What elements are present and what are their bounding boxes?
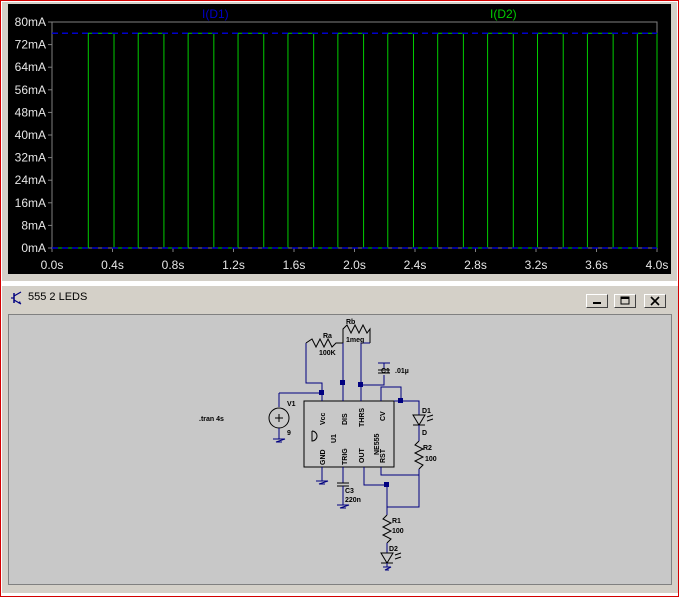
restore-button[interactable] xyxy=(614,294,636,308)
schematic-drawing[interactable]: Ra 100K Rb 1meg C1 .01µ V1 9 D1 D R2 100… xyxy=(9,315,671,584)
label-r1-value: 100 xyxy=(392,528,404,535)
label-r2-value: 100 xyxy=(425,456,437,463)
pin-label-cv: CV xyxy=(380,411,387,421)
label-c3: C3 xyxy=(345,488,354,495)
pin-label-vcc: Vcc xyxy=(320,412,327,425)
close-button[interactable] xyxy=(644,294,666,308)
y-tick-label: 24mA xyxy=(15,173,46,187)
wire xyxy=(363,467,388,515)
wire xyxy=(387,469,420,508)
x-tick-label: 1.6s xyxy=(283,258,306,272)
label-r1: R1 xyxy=(392,518,401,525)
resistor-r1 xyxy=(381,514,393,544)
close-icon xyxy=(650,296,660,306)
x-tick-label: 0.0s xyxy=(41,258,64,272)
y-tick-label: 40mA xyxy=(15,128,46,142)
capacitor-c1 xyxy=(378,369,390,374)
label-v1-value: 9 xyxy=(287,430,291,437)
wire xyxy=(378,362,390,369)
resistor-r2 xyxy=(413,440,425,470)
waveform-plot[interactable]: 80mA 72mA 64mA 56mA 48mA 40mA 32mA 24mA 16mA 8mA 0… xyxy=(2,2,677,281)
transistor-icon xyxy=(11,291,22,305)
label-chip: NE555 xyxy=(374,433,381,455)
x-tick-label: 0.8s xyxy=(162,258,185,272)
label-rb-value: 1meg xyxy=(346,337,364,344)
x-tick-label: 4.0s xyxy=(646,258,669,272)
y-tick-label: 56mA xyxy=(15,83,46,97)
schematic-window[interactable]: 555 2 LEDS xyxy=(2,285,678,593)
y-tick-label: 32mA xyxy=(15,151,46,165)
wire xyxy=(380,467,419,476)
pin-label-gnd: GND xyxy=(320,449,327,465)
label-ra-value: 100K xyxy=(319,350,336,357)
ne555-chip-body xyxy=(303,400,395,468)
y-axis-ticks: 80mA 72mA 64mA 56mA 48mA 40mA 32mA 24mA 16mA 8mA 0… xyxy=(15,15,52,255)
plot-traces xyxy=(52,32,658,249)
window-title: 555 2 LEDS xyxy=(28,291,88,303)
wire xyxy=(380,386,402,401)
resistor-rb xyxy=(342,323,371,343)
waveform-pane[interactable]: 80mA 72mA 64mA 56mA 48mA 40mA 32mA 24mA 16mA 8mA 0… xyxy=(2,2,677,281)
x-tick-label: 3.2s xyxy=(525,258,548,272)
label-r2: R2 xyxy=(423,445,432,452)
y-tick-label: 80mA xyxy=(15,15,46,29)
label-v1: V1 xyxy=(287,401,296,408)
x-axis-ticks: 0.0s 0.4s 0.8s 1.2s 1.6s 2.0s 2.4s 2.8s 3.2s 3.6s… xyxy=(41,248,669,272)
y-tick-label: 16mA xyxy=(15,196,46,210)
wire xyxy=(360,342,370,401)
ground-v1 xyxy=(273,428,286,443)
plot-background xyxy=(8,4,671,274)
capacitor-c3 xyxy=(337,482,349,487)
pin-label-out: OUT xyxy=(359,448,366,464)
label-c3-value: 220n xyxy=(345,497,361,504)
label-d1: D1 xyxy=(422,408,431,415)
ground-u1 xyxy=(316,467,329,485)
resistor-ra xyxy=(305,337,343,349)
label-rb: Rb xyxy=(346,319,355,326)
label-d1-model: D xyxy=(422,430,427,437)
wire xyxy=(279,392,323,401)
label-c1: C1 xyxy=(381,368,390,375)
y-tick-label: 8mA xyxy=(21,218,46,232)
window-titlebar[interactable]: 555 2 LEDS xyxy=(2,286,678,310)
y-tick-label: 48mA xyxy=(15,105,46,119)
x-tick-label: 3.6s xyxy=(585,258,608,272)
y-tick-label: 0mA xyxy=(21,241,46,255)
y-tick-label: 64mA xyxy=(15,60,46,74)
pin-label-thrs: THRS xyxy=(359,408,366,427)
wire xyxy=(394,400,420,415)
x-tick-label: 2.0s xyxy=(343,258,366,272)
x-tick-label: 0.4s xyxy=(101,258,124,272)
wire xyxy=(361,375,385,386)
label-u1: U1 xyxy=(331,434,338,443)
wire xyxy=(305,343,323,393)
minimize-icon xyxy=(593,302,601,304)
x-tick-label: 2.4s xyxy=(404,258,427,272)
pin-label-trig: TRIG xyxy=(342,448,349,465)
tran-directive[interactable]: .tran 4s xyxy=(199,416,224,423)
label-d2: D2 xyxy=(389,546,398,553)
legend-trace-d2[interactable]: I(D2) xyxy=(490,7,517,21)
label-c1-value: .01µ xyxy=(395,368,409,375)
minimize-button[interactable] xyxy=(586,294,608,308)
led-d1 xyxy=(412,414,426,426)
schematic-canvas[interactable]: Ra 100K Rb 1meg C1 .01µ V1 9 D1 D R2 100… xyxy=(8,314,672,585)
x-tick-label: 1.2s xyxy=(222,258,245,272)
pin-label-dis: DIS xyxy=(342,413,349,425)
ground-c3 xyxy=(337,486,350,509)
pin-label-rst: RST xyxy=(380,448,387,463)
label-ra: Ra xyxy=(323,333,332,340)
y-tick-label: 72mA xyxy=(15,38,46,52)
legend-trace-d1[interactable]: I(D1) xyxy=(202,7,229,21)
x-tick-label: 2.8s xyxy=(464,258,487,272)
ground-d2 xyxy=(383,563,392,571)
led-d2 xyxy=(380,552,394,564)
